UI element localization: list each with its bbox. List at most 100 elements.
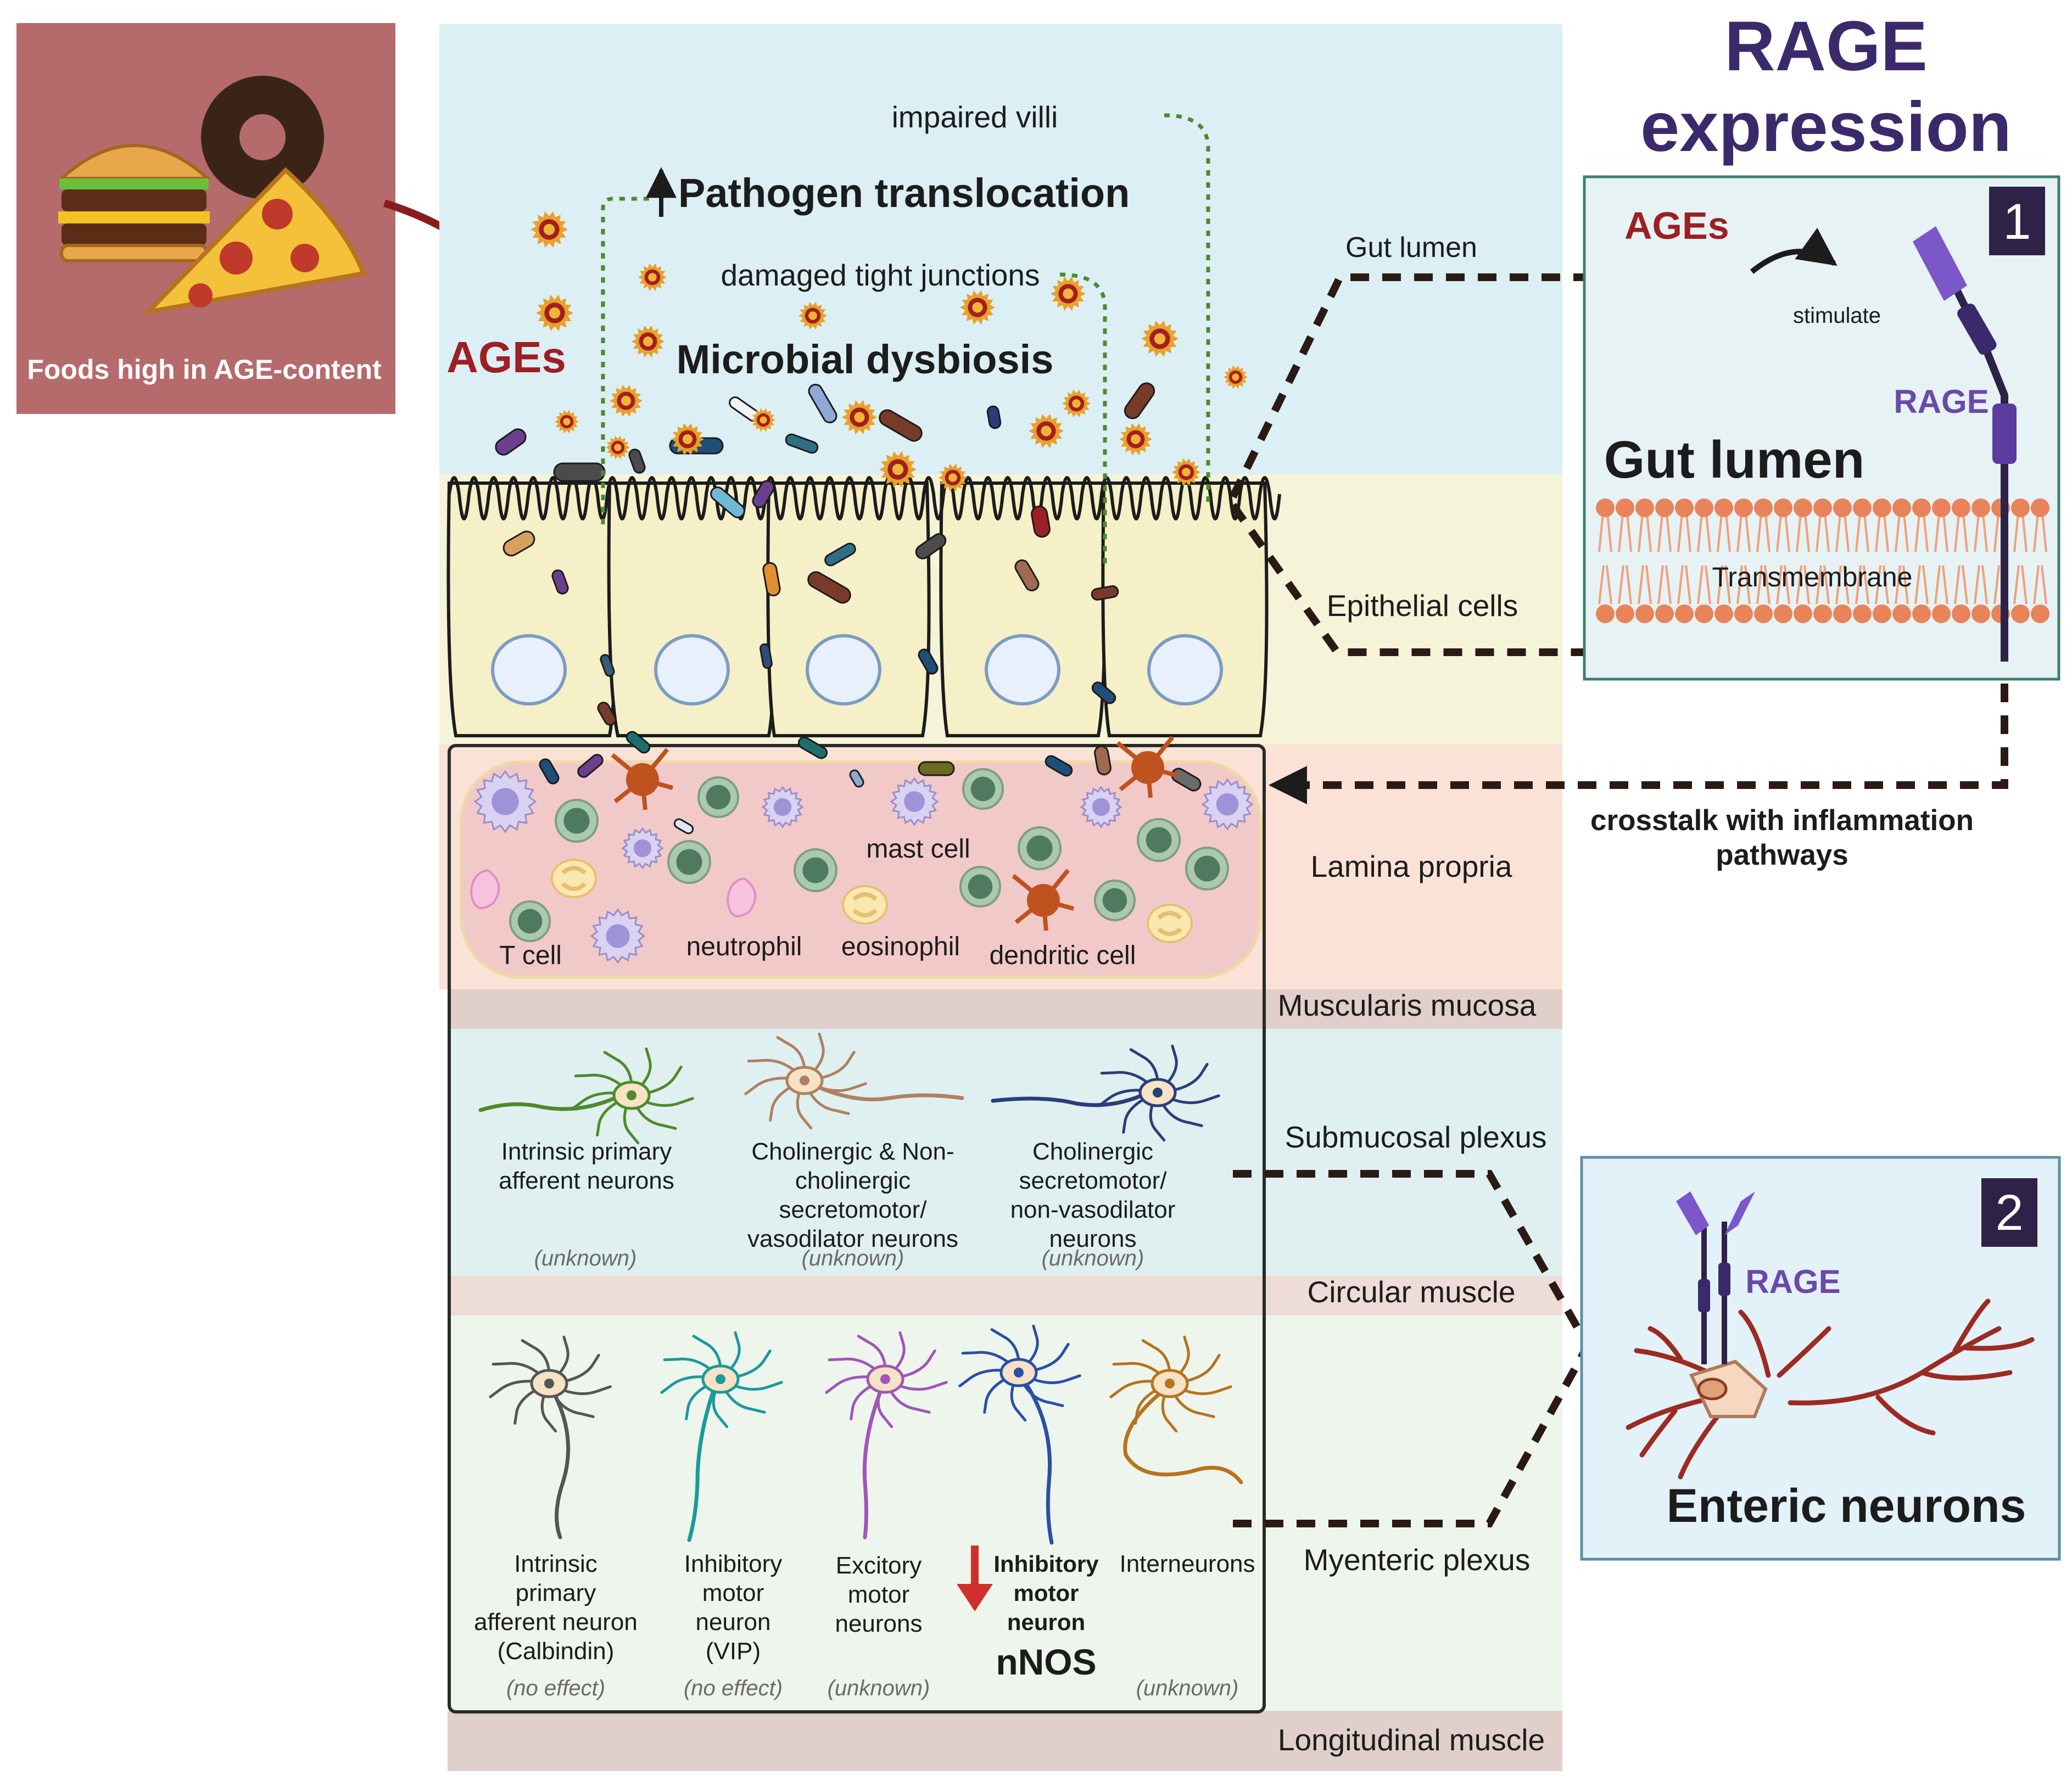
donut-icon — [201, 76, 324, 199]
impaired-villi-path — [1164, 113, 1210, 502]
eosinophil-icon — [551, 859, 597, 898]
age-particle-icon — [960, 290, 995, 325]
lipid-head-icon — [1952, 604, 1970, 623]
neuron-label-line: Inhibitory — [684, 1550, 783, 1577]
lipid-head-icon — [1655, 604, 1674, 623]
neuron-label-line: cholinergic — [795, 1167, 911, 1194]
bacterium-icon — [915, 533, 947, 559]
neuron-effect-label: (unknown) — [534, 1246, 637, 1270]
lipid-head-icon — [1675, 604, 1694, 623]
ages-label: AGEs — [446, 333, 566, 382]
longitudinal-muscle-band — [448, 1711, 1562, 1771]
lipid-head-icon — [1734, 499, 1753, 517]
eosinophil-label: eosinophil — [841, 932, 960, 961]
lipid-head-icon — [1892, 604, 1911, 623]
microbial-dysbiosis-label: Microbial dysbiosis — [677, 337, 1054, 382]
submucosal-connector — [1233, 1170, 1588, 1342]
t-cell-label: T cell — [499, 941, 562, 970]
age-particle-icon — [610, 384, 643, 417]
bacterium-icon — [918, 648, 939, 675]
lipid-head-icon — [1833, 604, 1852, 623]
bacterium-icon — [597, 702, 617, 726]
lipid-head-icon — [1813, 604, 1832, 623]
crosstalk-label-line2: pathways — [1716, 839, 1848, 871]
age-particle-icon — [632, 325, 664, 358]
neuron-label-line: neuron — [1007, 1609, 1085, 1635]
bacterium-icon — [752, 480, 775, 508]
lipid-head-icon — [1912, 604, 1931, 623]
t-cell-icon — [667, 840, 711, 884]
lipid-head-icon — [1932, 499, 1951, 517]
bacterium-icon — [785, 433, 819, 454]
lamina-propria-layer-label: Lamina propria — [1311, 849, 1512, 883]
age-particle-icon — [1141, 320, 1179, 357]
age-particle-icon — [606, 435, 630, 460]
myenteric-connector — [1233, 1349, 1588, 1527]
t-cell-icon — [1018, 826, 1062, 870]
neuron-inhibitory-nnos-icon — [958, 1324, 1081, 1545]
rage-title-line1: RAGE — [1724, 7, 1928, 86]
burger-icon — [57, 144, 212, 262]
neuron-label-line: Excitory — [836, 1552, 921, 1579]
neuron-label-line: secretomotor/ — [1019, 1167, 1168, 1194]
cell-nucleus — [654, 634, 730, 705]
bacterium-icon — [551, 569, 569, 595]
bacterium-icon — [1091, 681, 1116, 704]
neuron-label-line: non-vasodilator — [1010, 1196, 1176, 1223]
neuron-label-line: Cholinergic & Non- — [751, 1138, 954, 1165]
mast-cell-icon — [590, 908, 646, 964]
tissue-frame — [448, 744, 1266, 1713]
neuron-illustrations — [478, 1032, 1243, 1545]
bacterium-icon — [808, 383, 837, 424]
bacterium-icon — [502, 530, 535, 557]
bacterium-icon — [553, 462, 606, 482]
t-cell-icon — [509, 900, 551, 942]
neuron-excitory-icon — [825, 1331, 948, 1539]
dendritic-cell-label: dendritic cell — [990, 941, 1136, 970]
circular-muscle-band — [448, 1276, 1562, 1315]
neuron-label-line: Interneurons — [1119, 1550, 1255, 1577]
dendritic-cell-icon — [1012, 869, 1075, 931]
lipid-head-icon — [2011, 604, 2030, 623]
stimulate-label: stimulate — [1793, 304, 1881, 328]
panel2-rage-label: RAGE — [1745, 1263, 1840, 1300]
neuron-label-line: neurons — [835, 1610, 922, 1637]
eosinophil-icon — [842, 885, 888, 925]
bacterium-icon — [807, 571, 851, 604]
lipid-head-icon — [1655, 499, 1674, 517]
bacterium-icon — [710, 486, 745, 518]
panel1-badge-number: 1 — [2003, 194, 2031, 250]
lipid-head-icon — [1596, 499, 1615, 517]
lipid-head-icon — [1873, 604, 1891, 623]
bacterium-icon — [849, 769, 864, 788]
age-particle-icon — [798, 301, 827, 330]
mast-cell-icon — [890, 777, 939, 826]
neuron-label-line: afferent neurons — [499, 1167, 674, 1194]
panel1-ages-label: AGEs — [1624, 204, 1729, 247]
bacterium-icon — [1045, 755, 1073, 777]
bacterium-icon — [673, 818, 694, 835]
lipid-head-icon — [1616, 499, 1634, 517]
neutrophil-label: neutrophil — [686, 932, 802, 961]
bacterium-icon — [600, 654, 615, 677]
lipid-head-icon — [1675, 499, 1694, 517]
lipid-head-icon — [1695, 604, 1713, 623]
bacterium-icon — [1094, 745, 1112, 776]
food-panel-label: Foods high in AGE-content — [27, 354, 382, 385]
rage-panel-1: 1 AGEs stimulate RAGE Gut lumen Transmem… — [1583, 175, 2060, 681]
bacterium-icon — [495, 428, 527, 456]
t-cell-icon — [959, 866, 1001, 908]
lipid-head-icon — [1813, 499, 1832, 517]
mast-cell-label: mast cell — [866, 835, 970, 864]
epithelial-cells-layer-label: Epithelial cells — [1327, 589, 1518, 623]
panel2-background — [1580, 1156, 2061, 1561]
age-particle-icon — [939, 463, 967, 492]
t-cell-icon — [697, 776, 739, 818]
t-cell-icon — [555, 799, 599, 843]
neuron-label-line: neurons — [1049, 1225, 1136, 1252]
crosstalk-label-line1: crosstalk with inflammation — [1590, 804, 1974, 837]
